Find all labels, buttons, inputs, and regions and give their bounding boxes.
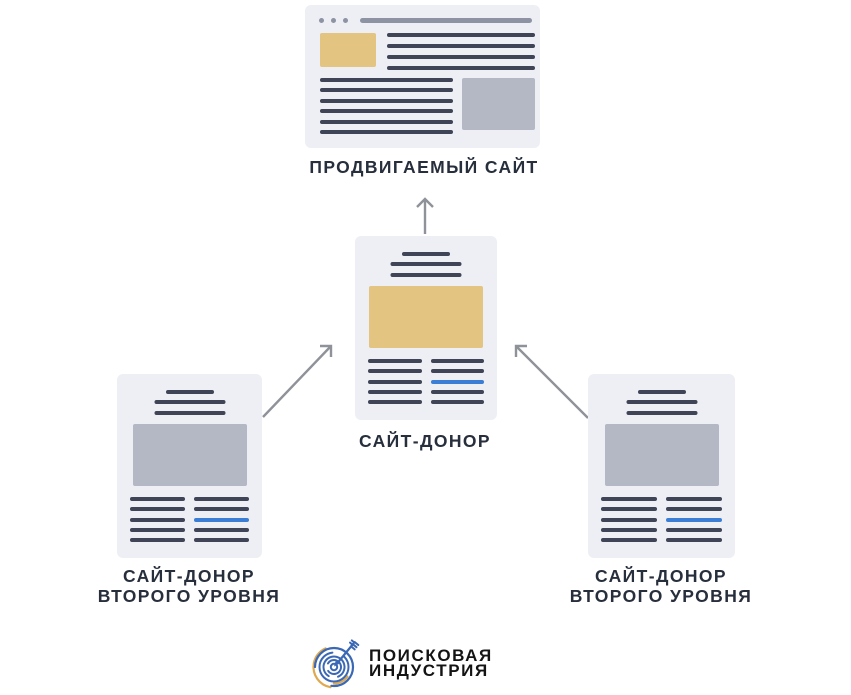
second-level-donor-right-label: САЙТ-ДОНОР ВТОРОГО УРОВНЯ xyxy=(569,566,753,606)
heading-line-placeholder xyxy=(390,262,462,266)
text-line-placeholder xyxy=(601,538,657,543)
text-line-placeholder xyxy=(194,538,249,543)
heading-line-placeholder xyxy=(154,411,225,415)
text-column-placeholder xyxy=(130,497,185,543)
second-level-donor-right-card xyxy=(588,374,735,558)
arrow-up-icon xyxy=(416,197,434,234)
text-line-placeholder xyxy=(194,507,249,512)
heading-line-placeholder xyxy=(165,390,214,394)
arrow-up-right-icon xyxy=(262,344,333,418)
text-line-placeholder xyxy=(130,538,185,543)
logo-text: ПОИСКОВАЯ ИНДУСТРИЯ xyxy=(369,645,493,680)
image-placeholder xyxy=(604,424,719,486)
logo-text-line2: ИНДУСТРИЯ xyxy=(369,661,489,680)
target-dart-icon xyxy=(312,639,360,689)
text-columns-placeholder xyxy=(601,497,722,543)
image-placeholder xyxy=(369,286,483,348)
link-line-placeholder xyxy=(430,379,484,384)
heading-line-placeholder xyxy=(626,411,697,415)
text-line-placeholder xyxy=(430,369,484,374)
text-line-placeholder xyxy=(387,44,535,48)
text-line-placeholder xyxy=(387,55,535,59)
text-line-placeholder xyxy=(601,527,657,532)
link-line-placeholder xyxy=(666,517,722,522)
text-columns-placeholder xyxy=(368,359,484,405)
text-line-placeholder xyxy=(387,66,535,70)
text-line-placeholder xyxy=(430,389,484,394)
text-line-placeholder xyxy=(320,78,453,82)
text-line-placeholder xyxy=(320,129,453,134)
link-line-placeholder xyxy=(194,517,249,522)
text-line-placeholder xyxy=(320,98,453,103)
text-line-placeholder xyxy=(320,88,453,93)
image-placeholder xyxy=(462,78,535,130)
second-level-donor-left-card xyxy=(117,374,262,558)
donor-site-card xyxy=(355,236,497,420)
address-bar-placeholder xyxy=(360,18,532,23)
text-line-placeholder xyxy=(601,517,657,522)
text-column-placeholder xyxy=(368,359,422,405)
text-block-placeholder xyxy=(320,78,453,134)
heading-line-placeholder xyxy=(154,400,225,404)
text-column-placeholder xyxy=(194,497,249,543)
text-column-placeholder xyxy=(430,359,484,405)
text-line-placeholder xyxy=(368,400,422,405)
text-columns-placeholder xyxy=(130,497,249,543)
promoted-site-label: ПРОДВИГАЕМЫЙ САЙТ xyxy=(309,157,539,177)
window-dot-icon xyxy=(343,18,348,23)
heading-line-placeholder xyxy=(390,273,462,277)
text-line-placeholder xyxy=(130,527,185,532)
donor-site-label: САЙТ-ДОНОР xyxy=(359,431,491,451)
text-block-placeholder xyxy=(387,33,535,70)
heading-line-placeholder xyxy=(637,390,686,394)
text-line-placeholder xyxy=(601,507,657,512)
text-column-placeholder xyxy=(601,497,657,543)
browser-window-dots xyxy=(319,18,348,23)
text-line-placeholder xyxy=(666,527,722,532)
text-line-placeholder xyxy=(430,400,484,405)
arrow-up-left-icon xyxy=(514,344,589,419)
text-line-placeholder xyxy=(320,109,453,114)
logo-text-line1: ПОИСКОВАЯ xyxy=(369,645,493,665)
promoted-site-card xyxy=(305,5,540,148)
text-line-placeholder xyxy=(320,119,453,124)
text-line-placeholder xyxy=(601,497,657,501)
text-line-placeholder xyxy=(430,359,484,363)
image-placeholder xyxy=(320,33,376,67)
text-line-placeholder xyxy=(666,538,722,543)
logo: ПОИСКОВАЯ ИНДУСТРИЯ xyxy=(308,634,493,692)
second-level-donor-left-label: САЙТ-ДОНОР ВТОРОГО УРОВНЯ xyxy=(97,566,281,606)
text-line-placeholder xyxy=(194,497,249,501)
text-line-placeholder xyxy=(368,379,422,384)
window-dot-icon xyxy=(331,18,336,23)
text-line-placeholder xyxy=(130,497,185,501)
text-line-placeholder xyxy=(666,507,722,512)
text-line-placeholder xyxy=(387,33,535,37)
text-column-placeholder xyxy=(666,497,722,543)
text-line-placeholder xyxy=(130,517,185,522)
text-line-placeholder xyxy=(368,389,422,394)
heading-line-placeholder xyxy=(626,400,697,404)
text-line-placeholder xyxy=(368,359,422,363)
text-line-placeholder xyxy=(194,527,249,532)
heading-line-placeholder xyxy=(402,252,450,256)
image-placeholder xyxy=(132,424,247,486)
window-dot-icon xyxy=(319,18,324,23)
text-line-placeholder xyxy=(130,507,185,512)
text-line-placeholder xyxy=(666,497,722,501)
text-line-placeholder xyxy=(368,369,422,374)
